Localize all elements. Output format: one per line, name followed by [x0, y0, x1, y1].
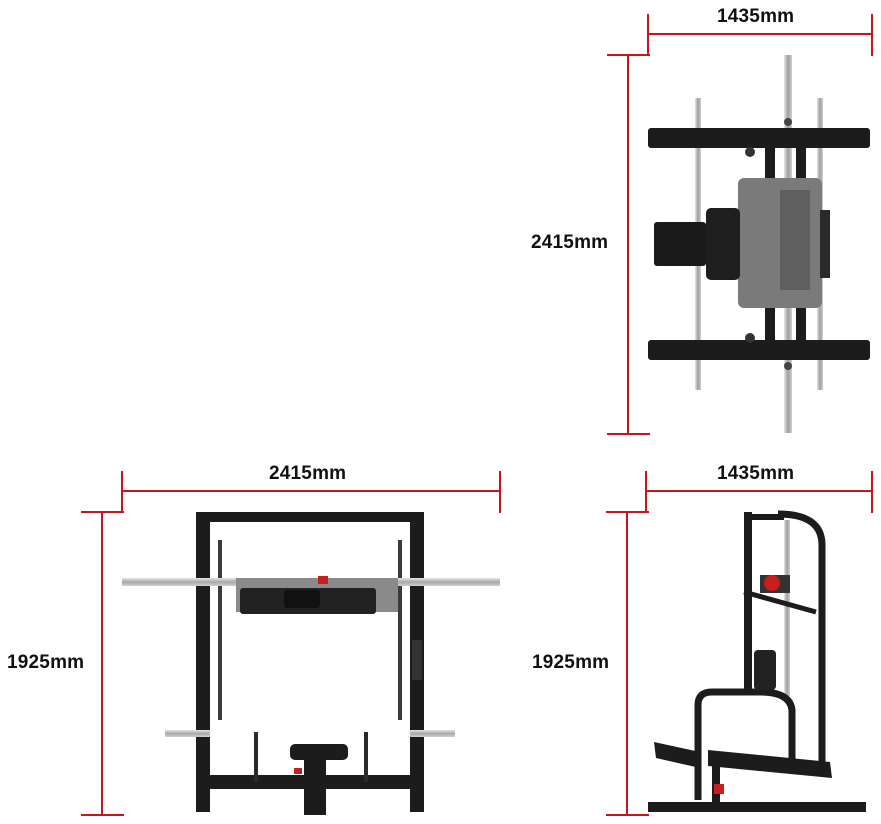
front-seat-red: [294, 768, 302, 774]
side-view: [648, 510, 866, 812]
front-seat-post: [304, 760, 326, 815]
front-width-label: 2415mm: [269, 463, 347, 484]
top-side-pad: [654, 222, 706, 266]
side-guide-bar: [784, 520, 790, 696]
side-upright-front: [744, 512, 752, 692]
front-red-lock: [318, 576, 328, 584]
top-crossbar-upper: [648, 128, 870, 148]
side-curved-support: [694, 688, 796, 800]
side-red-knob: [764, 575, 780, 591]
top-collar-upper: [784, 118, 792, 126]
top-collar-lower: [784, 362, 792, 370]
top-knob-upper: [745, 147, 755, 157]
front-top-bar: [196, 512, 424, 522]
top-knob-lower: [745, 333, 755, 343]
side-bench-pad-left: [654, 742, 700, 768]
front-seat: [290, 744, 348, 760]
top-crossbar-lower: [648, 340, 870, 360]
front-rail-left: [218, 540, 222, 720]
side-handle-box: [754, 650, 776, 690]
front-peg-right: [410, 730, 455, 737]
top-back-pad: [706, 208, 740, 280]
top-width-label: 1435mm: [717, 6, 795, 27]
front-peg-left: [165, 730, 210, 737]
side-lever-arm: [743, 589, 817, 615]
top-carriage: [780, 190, 810, 290]
side-upright-rear: [777, 510, 826, 770]
front-rail-right: [398, 540, 402, 720]
front-side-hook: [412, 640, 422, 680]
front-seat-bar-right: [364, 732, 368, 782]
front-view: [122, 512, 500, 815]
side-base: [648, 802, 866, 812]
front-height-label: 1925mm: [7, 652, 85, 673]
front-handle: [284, 590, 320, 608]
side-bench-red: [714, 784, 724, 794]
side-bench-leg: [712, 764, 720, 802]
side-width-label: 1435mm: [717, 463, 795, 484]
side-top-bar: [744, 514, 784, 520]
top-view: [648, 55, 870, 433]
front-upright-left: [196, 512, 210, 812]
top-length-label: 2415mm: [531, 232, 609, 253]
top-foot-pad: [820, 210, 830, 278]
side-bench-pad-right: [708, 750, 832, 778]
front-seat-bar-left: [254, 732, 258, 782]
dimension-lines: [81, 14, 873, 816]
side-height-label: 1925mm: [532, 652, 610, 673]
